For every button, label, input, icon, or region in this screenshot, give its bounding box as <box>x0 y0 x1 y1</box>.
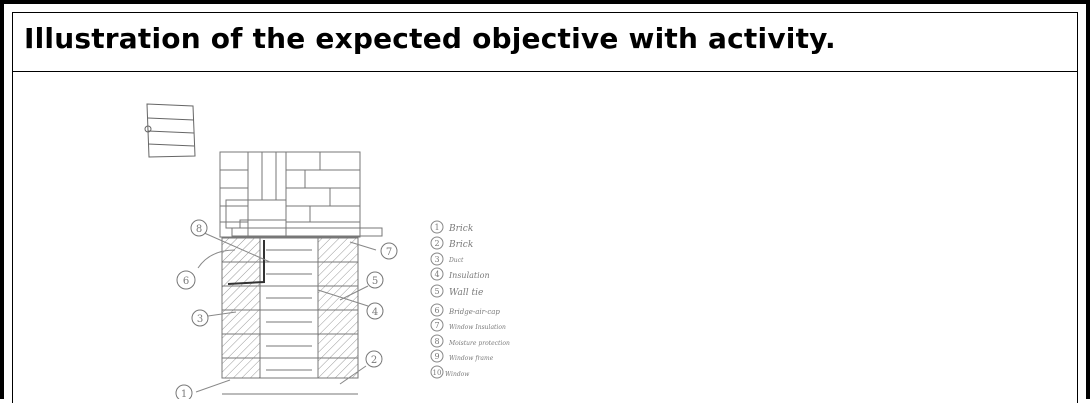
legend-item: 8 Moisture protection <box>430 334 510 348</box>
svg-text:9: 9 <box>434 352 439 361</box>
callout-2: 2 <box>365 350 383 368</box>
svg-text:Duct: Duct <box>448 257 464 264</box>
leader-lines <box>195 231 377 393</box>
callout-5: 5 <box>366 271 384 289</box>
svg-text:7: 7 <box>434 321 439 330</box>
page-title: Illustration of the expected objective w… <box>24 22 836 55</box>
svg-text:4: 4 <box>372 307 378 318</box>
svg-text:5: 5 <box>372 276 378 287</box>
svg-text:6: 6 <box>183 276 189 287</box>
svg-text:3: 3 <box>434 255 439 264</box>
legend-item: 7 Window Insulation <box>430 318 506 332</box>
callout-7: 7 <box>380 242 398 260</box>
svg-text:1: 1 <box>434 223 439 232</box>
svg-text:Moisture protection: Moisture protection <box>448 340 510 347</box>
svg-text:Window: Window <box>445 371 470 378</box>
callout-4: 4 <box>366 302 384 320</box>
svg-text:1: 1 <box>181 389 187 399</box>
legend-item: 2 Brick <box>430 236 473 250</box>
legend-item: 10 Window <box>430 365 470 379</box>
svg-text:10: 10 <box>433 369 442 377</box>
svg-text:Brick: Brick <box>448 224 473 234</box>
svg-text:2: 2 <box>371 355 377 366</box>
callout-1: 1 <box>175 384 193 399</box>
legend-item: 1 Brick <box>430 220 473 234</box>
legend: 1 Brick 2 Brick 3 Duct 4 Insulation 5 Wa… <box>430 220 510 379</box>
key-plan-sketch <box>144 103 196 158</box>
svg-text:Window frame: Window frame <box>449 355 494 362</box>
svg-text:2: 2 <box>434 239 439 248</box>
svg-text:4: 4 <box>434 270 439 279</box>
svg-text:3: 3 <box>197 314 203 325</box>
lower-wall-sketch <box>221 237 359 395</box>
legend-item: 3 Duct <box>430 252 464 266</box>
legend-item: 6 Bridge-air-cap <box>430 303 500 317</box>
svg-text:Wall tie: Wall tie <box>449 288 483 298</box>
svg-text:Brick: Brick <box>448 240 473 250</box>
svg-text:8: 8 <box>434 337 439 346</box>
callout-8: 8 <box>190 219 208 237</box>
upper-wall-sketch <box>219 151 383 238</box>
svg-text:Window Insulation: Window Insulation <box>449 324 506 331</box>
legend-item: 9 Window frame <box>430 349 494 363</box>
svg-text:8: 8 <box>196 224 202 235</box>
svg-text:Insulation: Insulation <box>448 271 490 280</box>
legend-item: 4 Insulation <box>430 267 490 281</box>
svg-text:6: 6 <box>434 306 439 315</box>
callout-3: 3 <box>191 309 209 327</box>
header-bar: Illustration of the expected objective w… <box>12 12 1078 72</box>
svg-text:7: 7 <box>386 247 392 258</box>
svg-text:5: 5 <box>434 287 439 296</box>
legend-item: 5 Wall tie <box>430 284 483 298</box>
callout-6: 6 <box>176 270 196 290</box>
svg-text:Bridge-air-cap: Bridge-air-cap <box>448 308 500 316</box>
